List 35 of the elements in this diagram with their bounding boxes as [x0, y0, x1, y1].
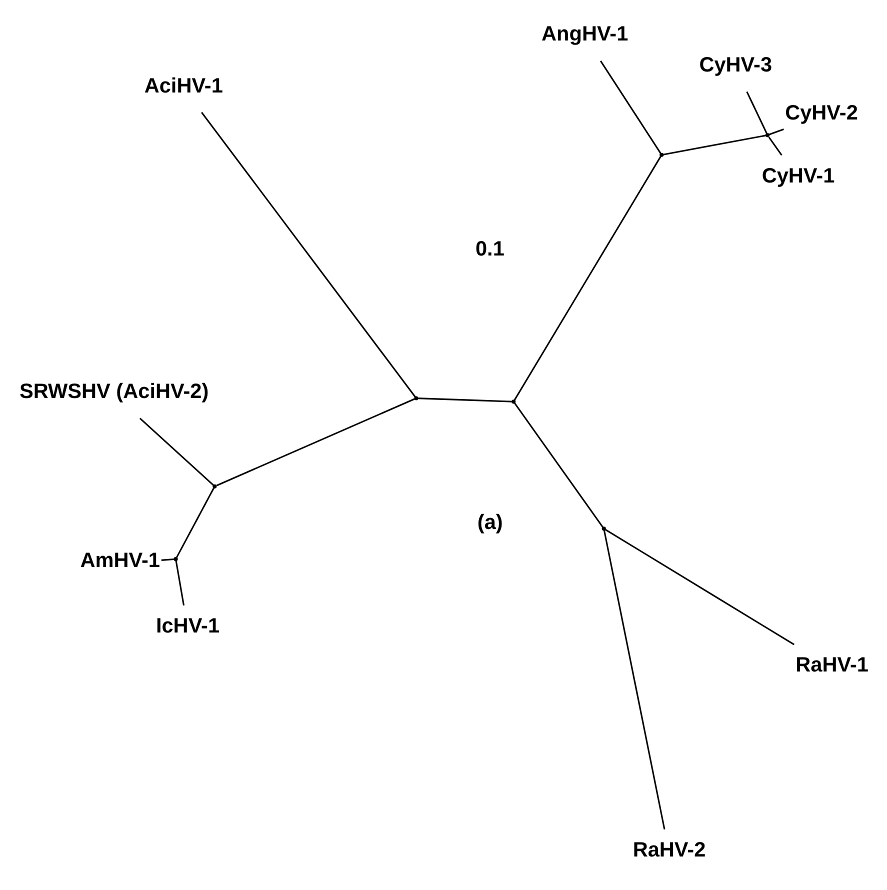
connector — [138, 418, 214, 486]
node-text: AmHV-1 — [80, 548, 160, 572]
connector — [513, 402, 604, 528]
connector — [662, 134, 766, 156]
label: (a) — [476, 510, 502, 534]
connector — [200, 112, 416, 398]
node-text: SRWSHV (AciHV-2) — [19, 380, 208, 404]
connector — [604, 528, 794, 646]
node-point — [414, 396, 418, 400]
node-point — [659, 152, 664, 157]
node-text: CyHV-1 — [761, 164, 834, 188]
connector — [175, 487, 214, 558]
node-point — [212, 484, 216, 488]
connector — [746, 91, 767, 134]
node-point — [511, 400, 516, 404]
connector — [513, 156, 661, 400]
node-text: CyHV-2 — [784, 101, 858, 124]
connector — [216, 398, 414, 486]
label: 0.1 — [474, 238, 504, 261]
node-point — [601, 526, 606, 531]
connector — [768, 128, 784, 136]
node-text: RaHV-1 — [795, 653, 868, 676]
node-text: AciHV-1 — [144, 74, 222, 98]
node-text: CyHV-3 — [698, 54, 772, 77]
node-text: IcHV-1 — [155, 614, 220, 638]
node-text: RaHV-2 — [632, 838, 706, 862]
connector — [174, 560, 184, 606]
connector — [599, 60, 661, 154]
connector — [417, 398, 512, 402]
connector — [160, 558, 174, 561]
node-point — [764, 133, 770, 138]
node-point — [173, 557, 178, 562]
connector — [768, 136, 782, 156]
connector — [602, 530, 665, 830]
node-text: AngHV-1 — [541, 22, 628, 46]
